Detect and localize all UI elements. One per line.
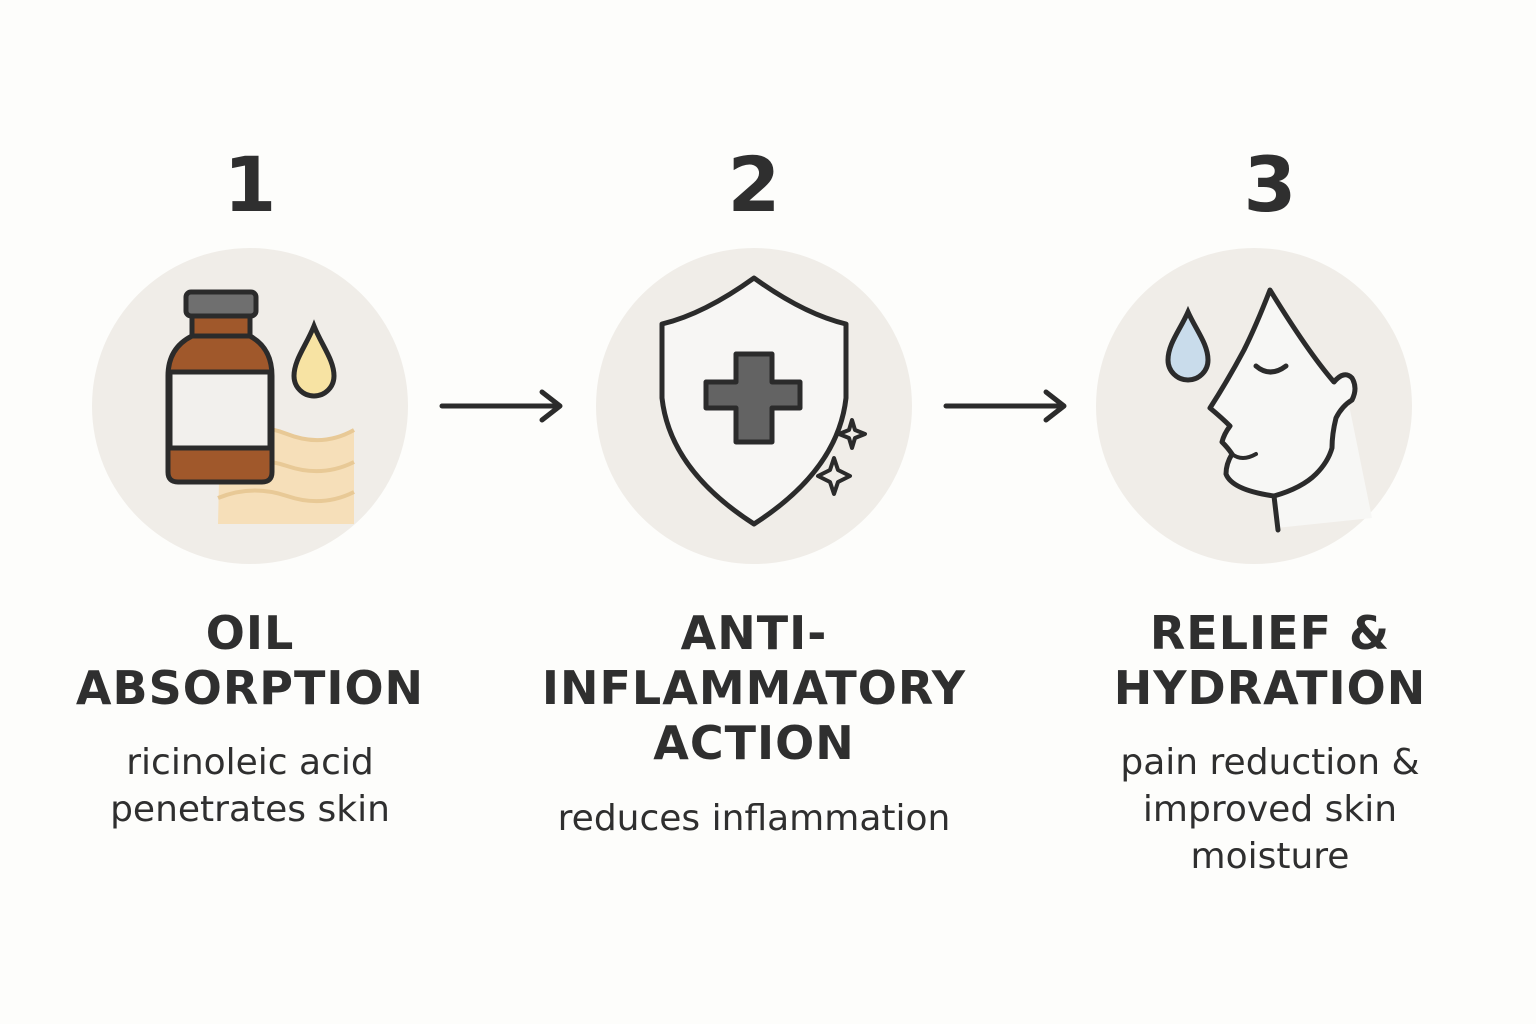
- closed-eye-icon: [1253, 363, 1289, 375]
- step-3-number: 3: [1243, 140, 1297, 229]
- step-2-title: ANTI- INFLAMMATORY ACTION: [541, 606, 967, 770]
- step-2-description: reduces inflammation: [557, 798, 951, 839]
- oil-bottle-drop-skin-icon: [165, 289, 355, 524]
- step-1-description: ricinoleic acid penetrates skin: [110, 742, 390, 830]
- step-1-number: 1: [223, 140, 277, 229]
- oil-drop-icon: [291, 319, 337, 399]
- arrow-right-icon: [943, 389, 1067, 423]
- shield-cross-icon: [659, 275, 867, 527]
- step-3-description: pain reduction & improved skin moisture: [1120, 742, 1420, 877]
- face-profile-icon: [1210, 290, 1372, 528]
- step-3-icon-circle: [1096, 248, 1412, 564]
- cross-icon: [703, 351, 803, 445]
- step-2-number: 2: [727, 140, 781, 229]
- face-water-drop-icon: [1165, 287, 1372, 533]
- oil-bottle-icon: [165, 289, 275, 485]
- arrow-right-icon: [439, 389, 563, 423]
- sparkle-icon: [816, 456, 852, 496]
- step-1-icon-circle: [92, 248, 408, 564]
- step-1-title: OIL ABSORPTION: [75, 606, 425, 715]
- water-drop-icon: [1165, 305, 1211, 383]
- step-3-title: RELIEF & HYDRATION: [1113, 606, 1427, 715]
- step-2-icon-circle: [596, 248, 912, 564]
- smile-icon: [1230, 452, 1258, 460]
- sparkle-icon: [837, 418, 867, 450]
